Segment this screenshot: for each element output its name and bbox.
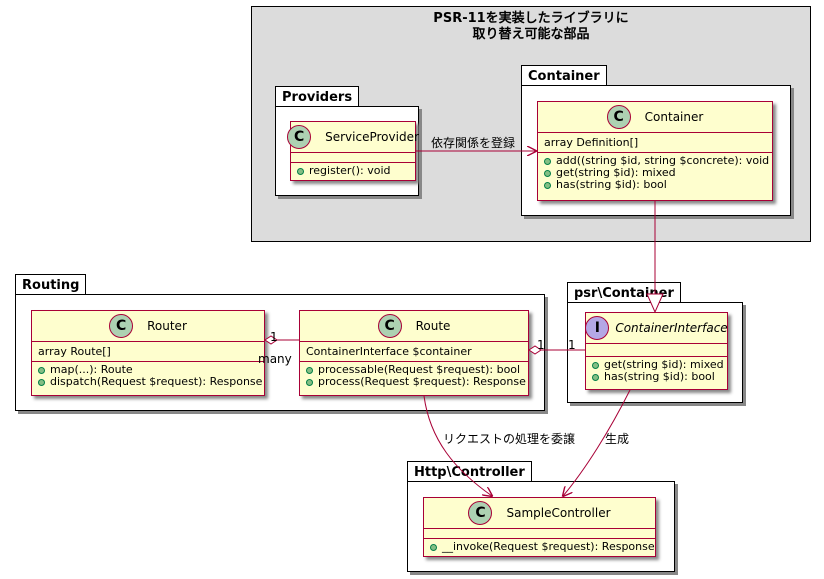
class-methods: map(...): Route dispatch(Request $reques…: [32, 362, 264, 391]
edge-label-delegate-request: リクエストの処理を委譲: [443, 432, 576, 446]
multiplicity-router-route-left: 1: [270, 330, 278, 344]
method-row: __invoke(Request $request): Response: [430, 541, 655, 553]
method-row: dispatch(Request $request): Response: [38, 376, 262, 388]
method-text: __invoke(Request $request): Response: [442, 540, 655, 553]
package-container-tab: Container: [521, 65, 607, 85]
method-text: has(string $id): bool: [556, 178, 667, 191]
class-fields: array Definition[]: [538, 133, 772, 153]
public-method-icon: [544, 157, 551, 165]
method-text: has(string $id): bool: [604, 370, 715, 383]
class-stereotype-icon: C: [606, 105, 631, 129]
method-text: processable(Request $request): bool: [318, 363, 521, 376]
class-header: C SampleController: [424, 498, 655, 529]
public-method-icon: [544, 181, 551, 189]
class-name: ServiceProvider: [325, 130, 419, 144]
class-fields: [424, 529, 655, 539]
method-row: process(Request $request): Response: [306, 376, 526, 388]
class-name: ContainerInterface: [615, 321, 728, 335]
method-row: map(...): Route: [38, 364, 258, 376]
public-method-icon: [38, 378, 45, 386]
method-text: get(string $id): mixed: [556, 166, 676, 179]
public-method-icon: [306, 366, 313, 374]
aggregation-diamond-router: [264, 335, 278, 345]
class-header: C ServiceProvider: [287, 122, 419, 153]
class-stereotype-icon: C: [468, 501, 493, 525]
method-text: dispatch(Request $request): Response: [50, 375, 263, 388]
class-methods: __invoke(Request $request): Response: [424, 539, 655, 556]
class-container[interactable]: C Container array Definition[] add((stri…: [537, 101, 773, 201]
class-methods: get(string $id): mixed has(string $id): …: [586, 357, 727, 386]
class-stereotype-icon: C: [377, 314, 402, 338]
method-row: processable(Request $request): bool: [306, 364, 522, 376]
class-methods: processable(Request $request): bool proc…: [300, 362, 528, 391]
class-service-provider[interactable]: C ServiceProvider register(): void: [287, 121, 419, 181]
frame-title: PSR-11を実装したライブラリに 取り替え可能な部品: [252, 11, 810, 43]
method-row: has(string $id): bool: [592, 371, 721, 383]
edge-label-create: 生成: [605, 432, 630, 446]
class-route[interactable]: C Route ContainerInterface $container pr…: [299, 310, 529, 396]
class-sample-controller[interactable]: C SampleController __invoke(Request $req…: [423, 497, 656, 557]
class-name: Route: [415, 319, 451, 333]
method-row: has(string $id): bool: [544, 179, 766, 191]
edge-interface-to-controller: [563, 389, 631, 496]
method-text: register(): void: [309, 164, 391, 177]
method-row: get(string $id): mixed: [592, 358, 724, 371]
class-methods: register(): void: [291, 163, 415, 180]
class-header: C Route: [300, 311, 528, 342]
class-header: C Router: [32, 311, 264, 342]
class-fields: array Route[]: [32, 342, 264, 362]
method-row: get(string $id): mixed: [544, 167, 766, 179]
method-row: register(): void: [297, 165, 409, 177]
aggregation-diamond-route: [528, 345, 542, 355]
method-text: add((string $id, string $concrete): void: [556, 154, 770, 167]
public-method-icon: [297, 167, 304, 175]
method-text: process(Request $request): Response: [318, 375, 526, 388]
frame-title-line1: PSR-11を実装したライブラリに: [433, 11, 629, 26]
class-header: C Container: [538, 102, 772, 133]
class-name: Container: [644, 110, 704, 124]
public-method-icon: [38, 366, 45, 374]
public-method-icon: [592, 373, 599, 381]
class-fields: ContainerInterface $container: [300, 342, 528, 362]
class-methods: add((string $id, string $concrete): void…: [538, 153, 772, 194]
public-method-icon: [592, 361, 599, 369]
multiplicity-router-route-right: many: [258, 352, 292, 366]
class-fields: [586, 344, 727, 357]
public-method-icon: [306, 378, 313, 386]
class-fields: [291, 153, 415, 163]
interface-container-interface[interactable]: I ContainerInterface get(string $id): mi…: [585, 312, 728, 390]
method-row: add((string $id, string $concrete): void: [544, 154, 770, 167]
class-stereotype-icon: C: [109, 314, 134, 338]
package-routing-tab: Routing: [15, 274, 87, 294]
package-http-controller-tab: Http\Controller: [407, 461, 532, 481]
multiplicity-route-interface-left: 1: [537, 338, 545, 352]
edge-label-register-dependency: 依存関係を登録: [431, 136, 516, 150]
multiplicity-route-interface-right: 1: [568, 338, 576, 352]
method-text: get(string $id): mixed: [604, 358, 724, 371]
class-name: SampleController: [506, 506, 611, 520]
public-method-icon: [544, 169, 551, 177]
class-name: Router: [147, 319, 187, 333]
package-providers-tab: Providers: [275, 86, 360, 106]
edge-route-to-controller: [423, 395, 492, 496]
frame-title-line2: 取り替え可能な部品: [472, 27, 590, 42]
method-text: map(...): Route: [50, 363, 133, 376]
class-router[interactable]: C Router array Route[] map(...): Route d…: [31, 310, 265, 396]
class-header: I ContainerInterface: [585, 313, 728, 344]
interface-stereotype-icon: I: [585, 316, 610, 340]
realization-arrowhead: [646, 293, 664, 314]
public-method-icon: [430, 543, 437, 551]
class-stereotype-icon: C: [287, 125, 312, 149]
